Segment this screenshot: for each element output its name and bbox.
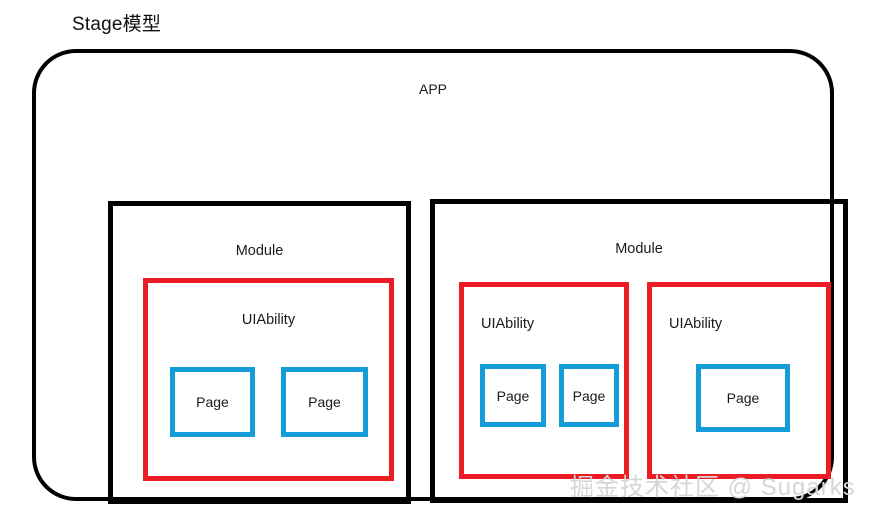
uiability-box-2: UIAbility Page Page	[459, 282, 629, 479]
page-label-5: Page	[726, 390, 760, 406]
module-label-right: Module	[615, 241, 663, 257]
page-label-2: Page	[308, 394, 341, 410]
app-container-box: APP Module UIAbility Page Page Module UI…	[32, 49, 848, 504]
page-box-1: Page	[170, 367, 255, 437]
page-label-4: Page	[572, 387, 606, 404]
page-box-3: Page	[480, 364, 546, 427]
page-box-5: Page	[696, 364, 790, 432]
page-label-3: Page	[496, 387, 530, 404]
app-label: APP	[418, 81, 447, 97]
uiability-label-2: UIAbility	[481, 316, 535, 332]
page-title: Stage模型	[72, 14, 162, 35]
page-box-2: Page	[281, 367, 368, 437]
module-label-left: Module	[235, 243, 284, 259]
module-box-right: Module UIAbility Page Page UIAbility Pag…	[430, 199, 848, 503]
module-box-left: Module UIAbility Page Page	[108, 201, 411, 504]
watermark-text: 掘金技术社区 @ Sugarks	[570, 474, 856, 501]
uiability-box-1: UIAbility Page Page	[143, 278, 394, 481]
page-label-1: Page	[196, 394, 229, 410]
uiability-box-3: UIAbility Page	[647, 282, 831, 479]
uiability-label-1: UIAbility	[241, 312, 296, 328]
uiability-label-3: UIAbility	[669, 316, 723, 332]
page-box-4: Page	[559, 364, 619, 427]
